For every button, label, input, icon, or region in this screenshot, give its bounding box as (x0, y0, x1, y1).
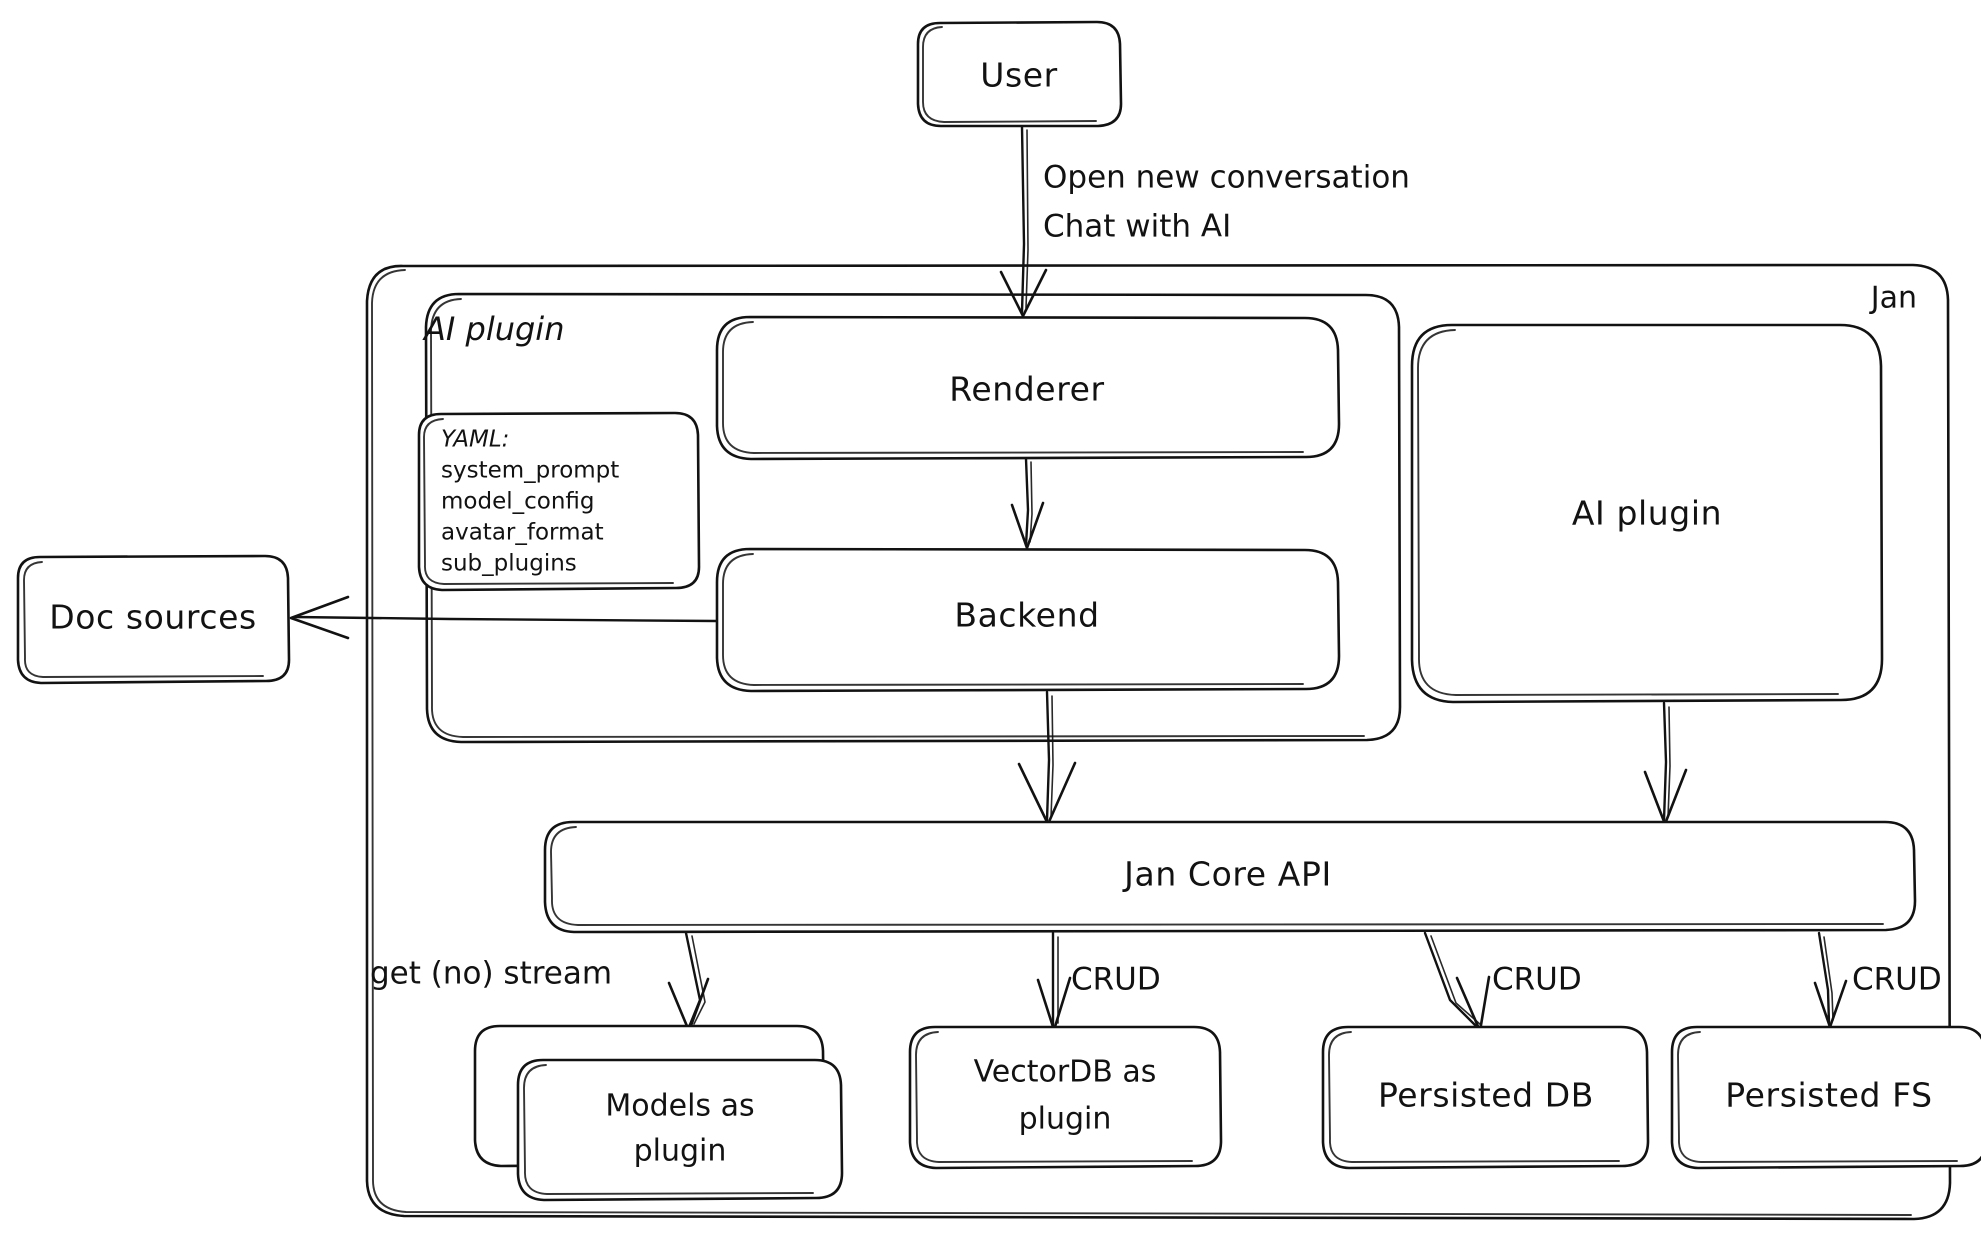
node-renderer-label: Renderer (949, 370, 1104, 409)
node-backend[interactable]: Backend (715, 547, 1341, 693)
yaml-key-system-prompt: system_prompt (441, 458, 619, 484)
node-ai-plugin-right-label: AI plugin (1572, 494, 1722, 533)
edge-core-to-vectordb: CRUD (1036, 931, 1161, 1032)
node-user-label: User (980, 56, 1058, 95)
edge-label-core-to-persisted-fs: CRUD (1852, 962, 1942, 998)
edge-core-to-persisted-fs: CRUD (1813, 931, 1942, 1029)
node-persisted-fs[interactable]: Persisted FS (1670, 1025, 1981, 1170)
yaml-key-model-config: model_config (441, 489, 595, 515)
edge-label-core-to-persisted-db: CRUD (1492, 962, 1582, 998)
yaml-key-avatar-format: avatar_format (441, 520, 604, 546)
edge-user-to-renderer: Open new conversation Chat with AI (999, 125, 1410, 318)
yaml-config-card[interactable]: YAML: system_prompt model_config avatar_… (417, 411, 701, 592)
edge-core-to-persisted-db: CRUD (1423, 931, 1582, 1033)
edge-core-to-models: get (no) stream (370, 931, 710, 1033)
node-vectordb-plugin-label-line1: VectorDB as (974, 1055, 1157, 1090)
node-models-plugin[interactable]: Models as plugin (473, 1024, 844, 1202)
edge-label-user-to-renderer-line2: Chat with AI (1043, 209, 1231, 245)
node-jan-core-api-label: Jan Core API (1122, 855, 1332, 894)
node-doc-sources-label: Doc sources (49, 598, 257, 637)
edge-renderer-to-backend (1010, 457, 1045, 550)
node-backend-label: Backend (954, 596, 1099, 635)
edge-label-core-to-models: get (no) stream (370, 956, 612, 992)
node-user[interactable]: User (916, 20, 1123, 128)
node-renderer[interactable]: Renderer (715, 315, 1341, 461)
container-jan-label: Jan (1869, 281, 1917, 316)
node-persisted-db-label: Persisted DB (1378, 1076, 1594, 1115)
edge-backend-to-doc-sources (289, 595, 718, 640)
edge-label-core-to-vectordb: CRUD (1071, 962, 1161, 998)
node-doc-sources[interactable]: Doc sources (16, 554, 291, 685)
node-persisted-db[interactable]: Persisted DB (1321, 1025, 1650, 1170)
node-models-plugin-label-line1: Models as (605, 1089, 754, 1124)
node-vectordb-plugin[interactable]: VectorDB as plugin (908, 1025, 1223, 1170)
yaml-heading: YAML: (441, 427, 509, 453)
node-models-plugin-label-line2: plugin (634, 1134, 727, 1169)
node-jan-core-api[interactable]: Jan Core API (543, 820, 1917, 934)
edge-label-user-to-renderer-line1: Open new conversation (1043, 160, 1410, 196)
node-vectordb-plugin-label-line2: plugin (1019, 1102, 1112, 1137)
yaml-key-sub-plugins: sub_plugins (441, 551, 577, 577)
node-persisted-fs-label: Persisted FS (1725, 1076, 1932, 1115)
node-ai-plugin-right[interactable]: AI plugin (1410, 323, 1884, 704)
container-ai-plugin-group-label: AI plugin (422, 310, 564, 348)
